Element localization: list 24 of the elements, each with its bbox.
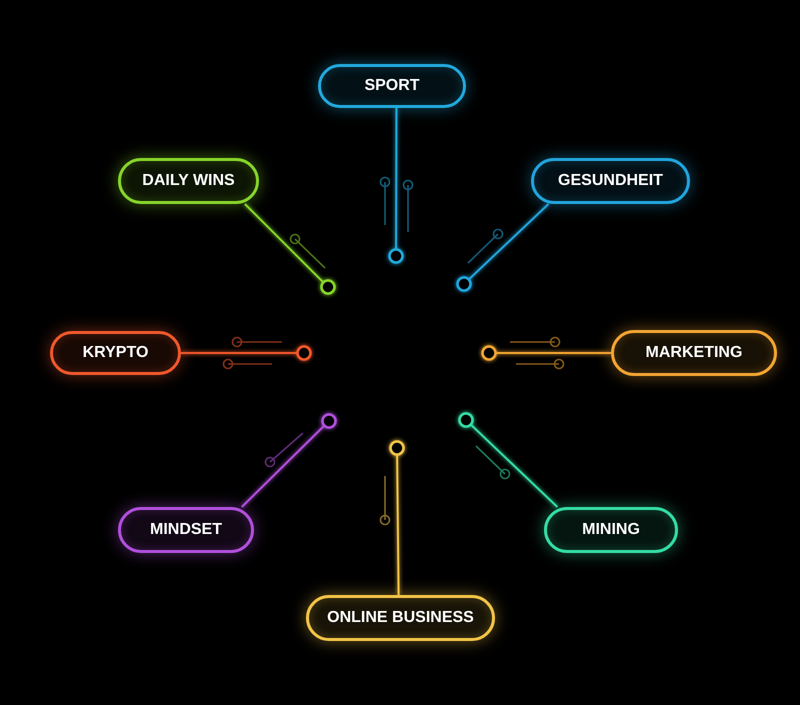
topic-label: SPORT xyxy=(364,77,420,95)
topic-pill xyxy=(544,507,678,553)
connector-line xyxy=(481,345,611,361)
topic-label: ONLINE BUSINESS xyxy=(327,609,474,627)
connector-line xyxy=(388,108,404,264)
topic-pill xyxy=(306,595,495,641)
topic-label: MINING xyxy=(582,521,640,539)
connector-line xyxy=(458,412,558,508)
topic-label: MARKETING xyxy=(646,344,742,362)
topic-pill xyxy=(118,158,259,204)
topic-label: KRYPTO xyxy=(82,344,148,362)
topic-label: MINDSET xyxy=(150,521,222,539)
topic-pill xyxy=(118,507,254,553)
connector-line xyxy=(244,203,336,295)
connector-line xyxy=(389,440,405,595)
connector-line xyxy=(456,203,550,292)
topic-pill xyxy=(531,158,690,204)
topic-pill xyxy=(50,331,181,375)
topic-label: DAILY WINS xyxy=(142,172,235,190)
connector-line xyxy=(181,345,312,361)
topic-label: GESUNDHEIT xyxy=(558,172,663,190)
topic-pill xyxy=(318,64,466,108)
connector-line xyxy=(241,413,337,508)
topic-pill xyxy=(611,330,777,376)
